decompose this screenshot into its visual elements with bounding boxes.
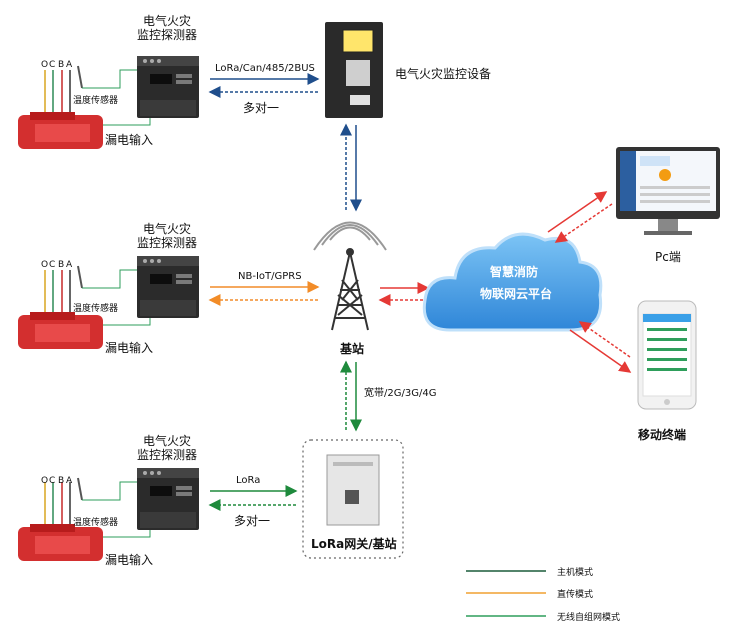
detector-1-leak-label: 漏电输入	[105, 133, 154, 147]
detector-3-title-line1: 电气火灾	[142, 434, 191, 448]
detector-1-temp-label: 温度传感器	[73, 96, 119, 106]
detector-3-wire-b: B	[58, 476, 65, 486]
top-protocol-label: LoRa/Can/485/2BUS	[215, 63, 315, 74]
detector-3-wire-c: C	[49, 476, 56, 486]
legend-label-host: 主机模式	[557, 568, 594, 578]
detector-3-temp-label: 温度传感器	[73, 518, 119, 528]
detector-2-title-line1: 电气火灾	[142, 222, 191, 236]
detector-2-title-line2: 监控探测器	[136, 236, 197, 250]
legend-label-direct: 直传模式	[557, 590, 594, 600]
monitor-device-label: 电气火灾监控设备	[395, 67, 492, 81]
detector-1-title-line2: 监控探测器	[136, 28, 197, 42]
detector-3-title-line2: 监控探测器	[136, 448, 197, 462]
cloud-label-line2: 物联网云平台	[480, 287, 553, 301]
detector-1-wire-o: O	[41, 60, 49, 70]
detector-1-wire-c: C	[49, 60, 56, 70]
bottom-multiplicity-label: 多对一	[234, 514, 271, 528]
detector-1-wire-b: B	[58, 60, 65, 70]
base-station-icon	[313, 221, 387, 331]
cloud-label-line1: 智慧消防	[490, 265, 539, 279]
bottom-protocol-label: LoRa	[236, 475, 261, 486]
pc-icon	[616, 147, 720, 235]
mobile-icon	[637, 300, 697, 410]
gateway-icon	[326, 454, 380, 526]
detector-1-wire-a: A	[66, 60, 73, 70]
detector-3-leak-label: 漏电输入	[105, 553, 154, 567]
detector-1-title-line1: 电气火灾	[142, 14, 191, 28]
detector-2-temp-label: 温度传感器	[73, 304, 119, 314]
detector-2-wire-a: A	[66, 260, 73, 270]
detector-2-wire-o: O	[41, 260, 49, 270]
vertical-bandwidth-label: 宽带/2G/3G/4G	[364, 388, 437, 399]
cloud-pc-arrow-out	[547, 191, 608, 233]
detector-1-title: 电气火灾 监控探测器	[132, 14, 202, 42]
detector-3-wire-o: O	[41, 476, 49, 486]
detector-3-wire-a: A	[66, 476, 73, 486]
detector-2-title: 电气火灾 监控探测器	[132, 222, 202, 250]
base-station-label: 基站	[340, 342, 365, 356]
top-multiplicity-label: 多对一	[243, 101, 280, 115]
detector-3-title: 电气火灾 监控探测器	[132, 434, 202, 462]
detector-2-leak-label: 漏电输入	[105, 341, 154, 355]
detector-2-wire-c: C	[49, 260, 56, 270]
pc-label: Pc端	[655, 250, 681, 264]
gateway-label: LoRa网关/基站	[311, 537, 397, 551]
monitor-device-icon	[325, 22, 383, 118]
cloud-mobile-arrow-in	[578, 321, 631, 358]
mobile-label: 移动终端	[638, 428, 687, 442]
cloud-platform-icon	[422, 232, 603, 332]
legend-label-wireless: 无线自组网模式	[557, 613, 621, 623]
gateway-frame	[302, 439, 404, 559]
detector-2-wire-b: B	[58, 260, 65, 270]
cloud-mobile-arrow-out	[569, 329, 632, 373]
cloud-pc-arrow-in	[554, 203, 613, 243]
mid-protocol-label: NB-IoT/GPRS	[238, 271, 302, 282]
